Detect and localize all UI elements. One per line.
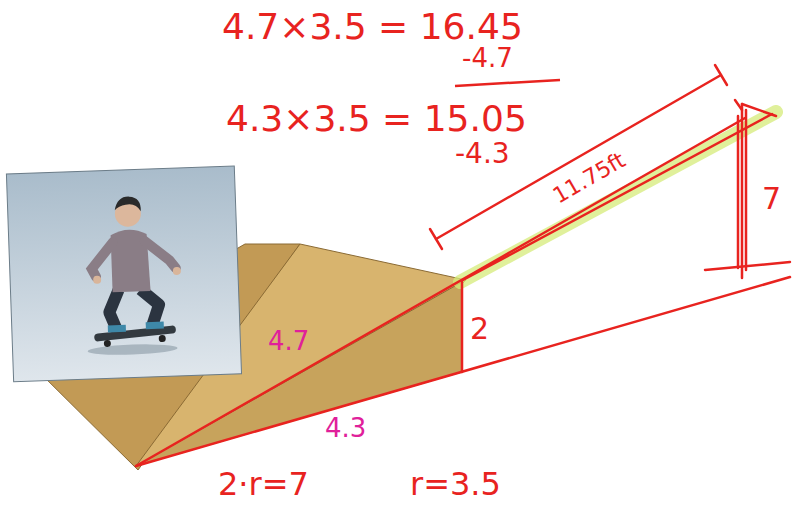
handwritten-note: 2 [470, 312, 489, 347]
handwritten-note: 4.3×3.5 = 15.05 [226, 98, 527, 139]
construction-lines [136, 65, 790, 466]
skater-photo [6, 166, 241, 382]
handwritten-note: 4.7×3.5 = 16.45 [222, 6, 523, 47]
handwritten-note: 7 [762, 182, 781, 217]
handwritten-note: 2·r=7 [218, 466, 309, 503]
calc-underline [455, 80, 560, 86]
handwritten-note: -4.3 [455, 138, 510, 170]
handwritten-note: 4.3 [325, 414, 366, 444]
handwritten-note: -4.7 [462, 44, 513, 74]
handwritten-note: 4.7 [268, 327, 309, 357]
handwritten-note: r=3.5 [410, 466, 501, 503]
